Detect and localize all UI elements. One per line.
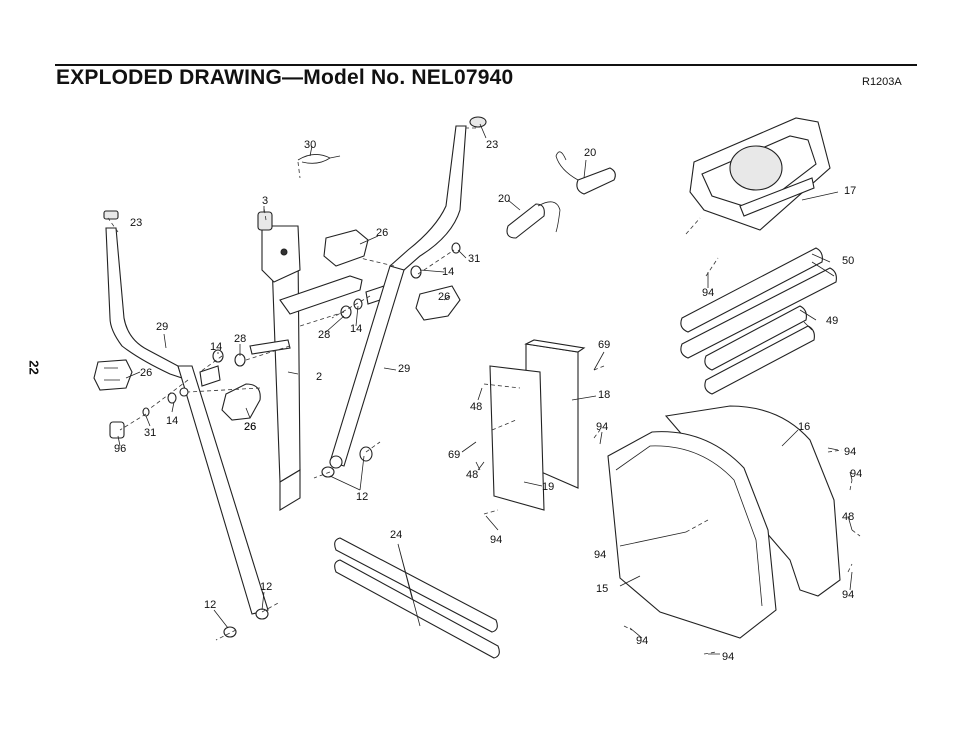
callout-17: 17	[844, 185, 856, 197]
callout-94-shroud: 94	[594, 549, 606, 561]
end-cap-left	[103, 210, 119, 220]
pulse-grip-lower	[506, 201, 561, 239]
callout-94-cover: 94	[596, 421, 608, 433]
callout-12-left: 12	[204, 599, 216, 611]
upright-top-plate	[261, 225, 301, 283]
nut-14-left	[167, 392, 177, 404]
callout-48-upper: 48	[470, 401, 482, 413]
nut-14-mid	[212, 349, 224, 363]
right-lower-arm	[329, 265, 405, 469]
callout-48-lower: 48	[466, 469, 478, 481]
callout-30: 30	[304, 139, 316, 151]
left-bracket-26	[93, 359, 133, 391]
title-rule	[55, 64, 917, 66]
callout-26-top: 26	[376, 227, 388, 239]
callout-94-right-b: 94	[850, 468, 862, 480]
callout-69-lower: 69	[448, 449, 460, 461]
callout-28-upper: 28	[234, 333, 246, 345]
main-upright	[261, 225, 363, 511]
callout-28-center: 28	[318, 329, 330, 341]
callout-20-upper: 20	[584, 147, 596, 159]
callout-3: 3	[262, 195, 268, 207]
callout-26-left: 26	[140, 367, 152, 379]
callout-94-bottom-b: 94	[722, 651, 734, 663]
callout-26-lower-b: 26	[244, 421, 256, 433]
callout-14-right: 14	[442, 266, 454, 278]
callout-94-bottom-a: 94	[636, 635, 648, 647]
left-lower-arm	[177, 365, 269, 615]
callout-94-right-a: 94	[844, 446, 856, 458]
bushing-12-c	[223, 626, 237, 638]
callout-23-left: 23	[130, 217, 142, 229]
spacer-left	[199, 365, 221, 387]
callout-labels: 30 23 20 3 26 23 20 17 26 31 14 50 26 29…	[114, 139, 862, 663]
callout-23-right: 23	[486, 139, 498, 151]
drawing-code: R1203A	[862, 76, 902, 88]
bracket-26-top	[323, 229, 369, 267]
page-title: EXPLODED DRAWING—Model No. NEL07940	[56, 66, 514, 89]
callout-24: 24	[390, 529, 402, 541]
callout-94-lower: 94	[490, 534, 502, 546]
cover-19	[489, 365, 545, 511]
callout-94-right-c: 94	[842, 589, 854, 601]
knob-3	[257, 211, 273, 231]
left-upper-arm	[103, 210, 183, 379]
washer-31-right	[451, 242, 461, 254]
bushing-12-a	[359, 446, 373, 462]
callout-14-center: 14	[350, 323, 362, 335]
callout-29-right: 29	[398, 363, 410, 375]
tubes-49	[704, 305, 815, 395]
callout-48-right: 48	[842, 511, 854, 523]
pulse-grip-upper	[555, 151, 616, 195]
tubes-50	[680, 247, 837, 359]
callout-14-mid: 14	[210, 341, 222, 353]
callout-50: 50	[842, 255, 854, 267]
callout-12-center: 12	[356, 491, 368, 503]
callout-15: 15	[596, 583, 608, 595]
end-cap-right	[469, 116, 487, 128]
nut-14-right	[410, 265, 422, 279]
callout-16: 16	[798, 421, 810, 433]
bushing-96	[109, 421, 125, 439]
callout-31-left: 31	[144, 427, 156, 439]
callout-19: 19	[542, 481, 554, 493]
callout-12-right: 12	[260, 581, 272, 593]
bracket-26-lower	[221, 383, 261, 421]
callout-14-left: 14	[166, 415, 178, 427]
washer-31-left	[142, 407, 150, 417]
callout-26-right: 26	[438, 291, 450, 303]
callout-20-lower: 20	[498, 193, 510, 205]
callout-49: 49	[826, 315, 838, 327]
callout-69-upper: 69	[598, 339, 610, 351]
callout-26-lower: 26	[244, 421, 256, 433]
shroud-15	[607, 431, 777, 639]
bushing-12-d	[255, 608, 269, 620]
bracket-26-right	[415, 285, 461, 321]
tubes-24	[334, 537, 500, 659]
callout-94-console: 94	[702, 287, 714, 299]
callout-31-right: 31	[468, 253, 480, 265]
callout-29-left: 29	[156, 321, 168, 333]
callout-2: 2	[316, 371, 322, 383]
callout-96: 96	[114, 443, 126, 455]
axle-28	[249, 339, 291, 355]
callout-18: 18	[598, 389, 610, 401]
console-17	[689, 117, 831, 231]
nut-14-center	[340, 305, 352, 319]
wire-30	[297, 154, 341, 164]
bushing-12-b	[321, 466, 335, 478]
